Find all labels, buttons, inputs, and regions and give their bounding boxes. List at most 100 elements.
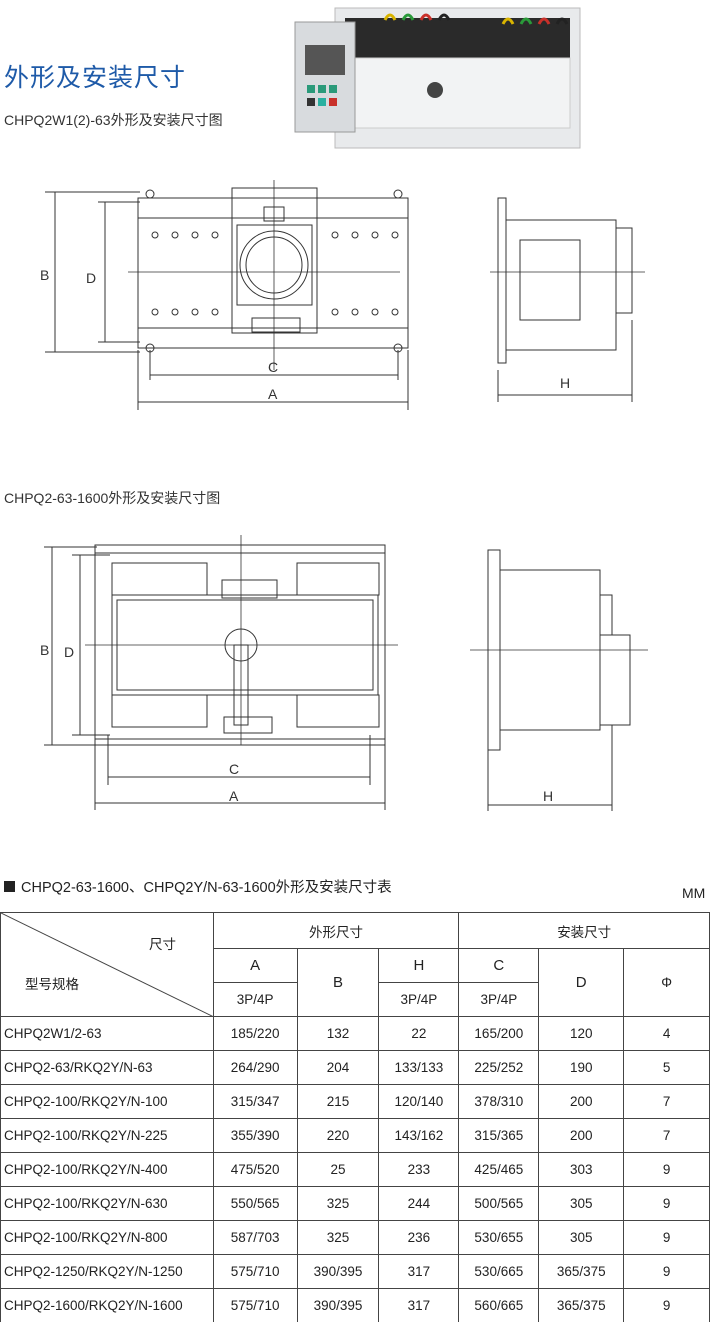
value-cell: 365/375	[538, 1288, 625, 1322]
label-A: A	[268, 386, 278, 402]
value-cell: 305	[538, 1186, 625, 1221]
drawing2-front-and-side-view: B D C A H	[40, 535, 648, 811]
col-phi-header: Φ	[623, 948, 710, 1017]
value-cell: 143/162	[378, 1118, 460, 1153]
group-outer-header: 外形尺寸	[212, 912, 460, 949]
value-cell: 215	[296, 1084, 380, 1119]
model-cell: CHPQ2-100/RKQ2Y/N-400	[0, 1152, 214, 1187]
value-cell: 325	[296, 1186, 380, 1221]
diagonal-divider	[1, 913, 214, 1017]
value-cell: 315/347	[212, 1084, 298, 1119]
value-cell: 390/395	[296, 1254, 380, 1289]
value-cell: 390/395	[296, 1288, 380, 1322]
group-install-header: 安装尺寸	[458, 912, 710, 949]
model-cell: CHPQ2-1600/RKQ2Y/N-1600	[0, 1288, 214, 1322]
value-cell: 190	[538, 1050, 625, 1085]
value-cell: 325	[296, 1220, 380, 1255]
drawing1-caption: CHPQ2W1(2)-63外形及安装尺寸图	[4, 112, 223, 128]
model-cell: CHPQ2-100/RKQ2Y/N-800	[0, 1220, 214, 1255]
col-C-header: C	[458, 948, 540, 983]
value-cell: 165/200	[458, 1016, 540, 1051]
value-cell: 5	[623, 1050, 710, 1085]
col-A-header: A	[212, 948, 298, 983]
sub-H-header: 3P/4P	[378, 982, 460, 1017]
value-cell: 204	[296, 1050, 380, 1085]
value-cell: 9	[623, 1220, 710, 1255]
value-cell: 305	[538, 1220, 625, 1255]
value-cell: 575/710	[212, 1254, 298, 1289]
value-cell: 120	[538, 1016, 625, 1051]
dimension-table: 尺寸 型号规格 外形尺寸 安装尺寸 A B H C D Φ 3P/4P 3P/4…	[0, 912, 710, 1322]
value-cell: 475/520	[212, 1152, 298, 1187]
label-D: D	[86, 270, 96, 286]
model-cell: CHPQ2-1250/RKQ2Y/N-1250	[0, 1254, 214, 1289]
value-cell: 133/133	[378, 1050, 460, 1085]
value-cell: 120/140	[378, 1084, 460, 1119]
value-cell: 244	[378, 1186, 460, 1221]
page-title: 外形及安装尺寸	[4, 64, 187, 92]
value-cell: 575/710	[212, 1288, 298, 1322]
model-cell: CHPQ2W1/2-63	[0, 1016, 214, 1051]
label-H: H	[543, 788, 553, 804]
model-cell: CHPQ2-100/RKQ2Y/N-100	[0, 1084, 214, 1119]
corner-top-label: 尺寸	[149, 937, 176, 952]
value-cell: 132	[296, 1016, 380, 1051]
label-H: H	[560, 375, 570, 391]
value-cell: 530/665	[458, 1254, 540, 1289]
value-cell: 220	[296, 1118, 380, 1153]
value-cell: 560/665	[458, 1288, 540, 1322]
col-H-header: H	[378, 948, 460, 983]
model-cell: CHPQ2-100/RKQ2Y/N-630	[0, 1186, 214, 1221]
value-cell: 9	[623, 1186, 710, 1221]
value-cell: 225/252	[458, 1050, 540, 1085]
label-A: A	[229, 788, 239, 804]
value-cell: 317	[378, 1254, 460, 1289]
col-D-header: D	[538, 948, 625, 1017]
label-C: C	[229, 761, 239, 777]
value-cell: 587/703	[212, 1220, 298, 1255]
value-cell: 425/465	[458, 1152, 540, 1187]
value-cell: 4	[623, 1016, 710, 1051]
square-bullet-icon	[4, 881, 15, 892]
model-cell: CHPQ2-63/RKQ2Y/N-63	[0, 1050, 214, 1085]
value-cell: 315/365	[458, 1118, 540, 1153]
value-cell: 550/565	[212, 1186, 298, 1221]
value-cell: 317	[378, 1288, 460, 1322]
value-cell: 355/390	[212, 1118, 298, 1153]
value-cell: 500/565	[458, 1186, 540, 1221]
drawing1-front-and-side-view: B D C A H	[40, 180, 645, 410]
table-caption: CHPQ2-63-1600、CHPQ2Y/N-63-1600外形及安装尺寸表	[4, 876, 392, 897]
value-cell: 303	[538, 1152, 625, 1187]
value-cell: 233	[378, 1152, 460, 1187]
value-cell: 9	[623, 1254, 710, 1289]
label-B: B	[40, 267, 49, 283]
unit-label: MM	[682, 885, 706, 901]
value-cell: 25	[296, 1152, 380, 1187]
value-cell: 200	[538, 1084, 625, 1119]
product-photo	[294, 7, 581, 149]
value-cell: 236	[378, 1220, 460, 1255]
label-B: B	[40, 642, 49, 658]
value-cell: 264/290	[212, 1050, 298, 1085]
value-cell: 7	[623, 1118, 710, 1153]
drawing2-caption: CHPQ2-63-1600外形及安装尺寸图	[4, 490, 221, 506]
value-cell: 365/375	[538, 1254, 625, 1289]
label-D: D	[64, 644, 74, 660]
sub-A-header: 3P/4P	[212, 982, 298, 1017]
corner-bottom-label: 型号规格	[25, 977, 79, 992]
value-cell: 7	[623, 1084, 710, 1119]
value-cell: 378/310	[458, 1084, 540, 1119]
model-cell: CHPQ2-100/RKQ2Y/N-225	[0, 1118, 214, 1153]
value-cell: 22	[378, 1016, 460, 1051]
value-cell: 9	[623, 1152, 710, 1187]
sub-C-header: 3P/4P	[458, 982, 540, 1017]
